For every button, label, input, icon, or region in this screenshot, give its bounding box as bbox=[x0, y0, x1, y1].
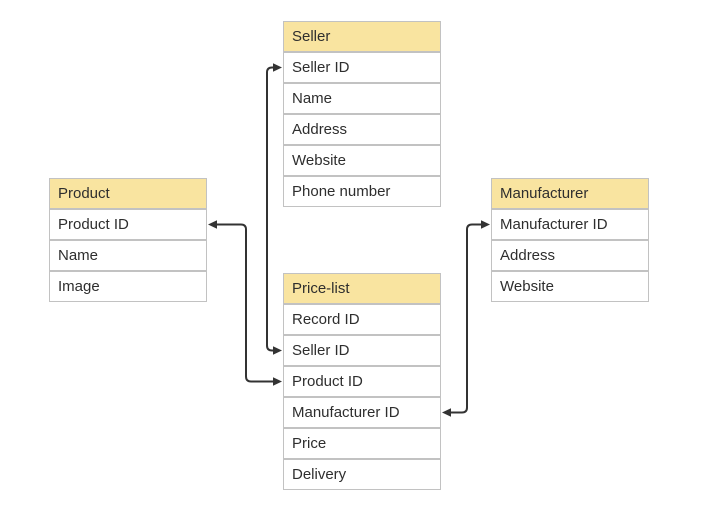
connector-manufacturer-id[interactable] bbox=[442, 220, 490, 417]
entity-seller[interactable]: Seller Seller ID Name Address Website Ph… bbox=[283, 21, 441, 207]
arrowhead-into-manufacturer-manufacturer-id bbox=[481, 220, 490, 229]
entity-product-field-image: Image bbox=[49, 271, 207, 302]
entity-seller-field-phone-number: Phone number bbox=[283, 176, 441, 207]
entity-seller-field-website: Website bbox=[283, 145, 441, 176]
entity-seller-field-seller-id: Seller ID bbox=[283, 52, 441, 83]
arrowhead-into-product-product-id bbox=[208, 220, 217, 229]
entity-price-list-field-seller-id: Seller ID bbox=[283, 335, 441, 366]
entity-seller-title: Seller bbox=[283, 21, 441, 52]
entity-product-title: Product bbox=[49, 178, 207, 209]
entity-manufacturer-field-website: Website bbox=[491, 271, 649, 302]
entity-price-list-field-delivery: Delivery bbox=[283, 459, 441, 490]
arrowhead-into-seller-seller-id bbox=[273, 63, 282, 72]
entity-manufacturer[interactable]: Manufacturer Manufacturer ID Address Web… bbox=[491, 178, 649, 302]
entity-price-list-field-record-id: Record ID bbox=[283, 304, 441, 335]
entity-product-field-name: Name bbox=[49, 240, 207, 271]
arrowhead-into-pricelist-product-id bbox=[273, 377, 282, 386]
entity-seller-field-name: Name bbox=[283, 83, 441, 114]
entity-price-list-field-manufacturer-id: Manufacturer ID bbox=[283, 397, 441, 428]
arrowhead-into-pricelist-manufacturer-id bbox=[442, 408, 451, 417]
entity-manufacturer-field-address: Address bbox=[491, 240, 649, 271]
arrowhead-into-pricelist-seller-id bbox=[273, 346, 282, 355]
entity-seller-field-address: Address bbox=[283, 114, 441, 145]
entity-manufacturer-title: Manufacturer bbox=[491, 178, 649, 209]
entity-price-list-field-price: Price bbox=[283, 428, 441, 459]
connector-product-id[interactable] bbox=[208, 220, 282, 386]
entity-price-list-title: Price-list bbox=[283, 273, 441, 304]
entity-product[interactable]: Product Product ID Name Image bbox=[49, 178, 207, 302]
entity-price-list-field-product-id: Product ID bbox=[283, 366, 441, 397]
connector-seller-id[interactable] bbox=[266, 63, 282, 355]
entity-manufacturer-field-manufacturer-id: Manufacturer ID bbox=[491, 209, 649, 240]
entity-product-field-product-id: Product ID bbox=[49, 209, 207, 240]
entity-price-list[interactable]: Price-list Record ID Seller ID Product I… bbox=[283, 273, 441, 490]
